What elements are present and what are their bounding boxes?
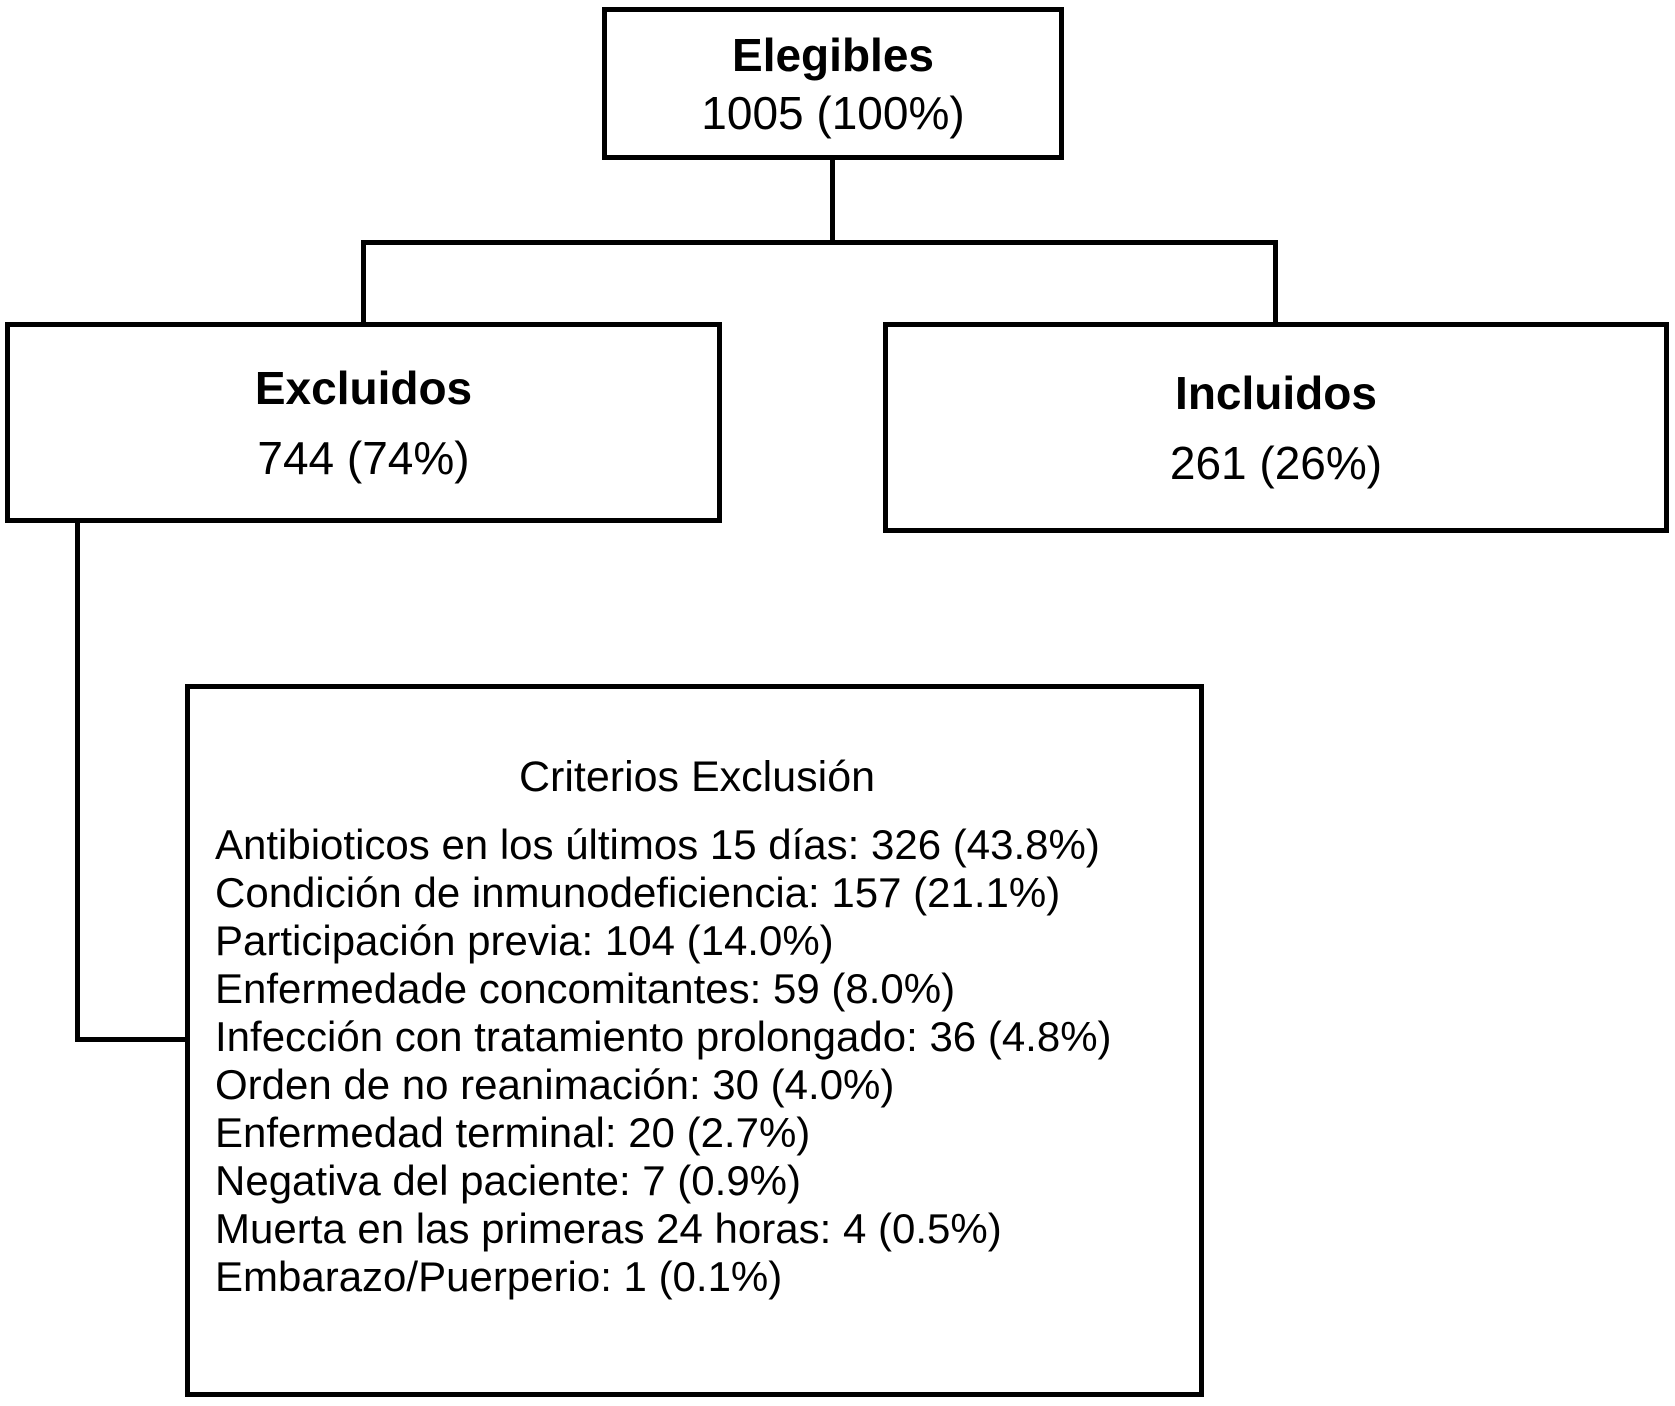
node-elegibles: Elegibles 1005 (100%) xyxy=(602,7,1064,160)
connector-excluidos-vertical xyxy=(75,520,80,1042)
connector-incluidos-drop xyxy=(1273,240,1278,326)
criteria-item: Participación previa: 104 (14.0%) xyxy=(215,917,834,964)
criteria-item: Condición de inmunodeficiencia: 157 (21.… xyxy=(215,869,1061,916)
connector-branch-horizontal xyxy=(361,240,1278,245)
node-excluidos-value: 744 (74%) xyxy=(257,431,470,484)
criteria-item: Antibioticos en los últimos 15 días: 326… xyxy=(215,821,1100,868)
node-elegibles-label: Elegibles xyxy=(732,28,934,81)
criteria-item: Negativa del paciente: 7 (0.9%) xyxy=(215,1157,802,1204)
node-incluidos-value: 261 (26%) xyxy=(1169,436,1383,489)
criteria-item: Enfermedade concomitantes: 59 (8.0%) xyxy=(215,965,956,1012)
criteria-box: Criterios Exclusión Antibioticos en los … xyxy=(185,684,1204,1397)
criteria-item: Orden de no reanimación: 30 (4.0%) xyxy=(215,1061,895,1108)
criteria-item: Embarazo/Puerperio: 1 (0.1%) xyxy=(215,1253,783,1300)
node-excluidos: Excluidos 744 (74%) xyxy=(5,322,722,523)
connector-elegibles-stem xyxy=(830,159,835,245)
criteria-item: Muerta en las primeras 24 horas: 4 (0.5%… xyxy=(215,1205,1002,1252)
node-elegibles-value: 1005 (100%) xyxy=(701,86,965,139)
node-excluidos-label: Excluidos xyxy=(254,361,473,414)
criteria-title: Criterios Exclusión xyxy=(518,753,876,801)
node-incluidos: Incluidos 261 (26%) xyxy=(883,322,1669,533)
connector-excluidos-drop xyxy=(361,240,366,326)
connector-excluidos-criterios xyxy=(75,1037,187,1042)
criteria-item: Infección con tratamiento prolongado: 36… xyxy=(215,1013,1112,1060)
node-incluidos-label: Incluidos xyxy=(1175,366,1377,419)
criteria-item: Enfermedad terminal: 20 (2.7%) xyxy=(215,1109,811,1156)
